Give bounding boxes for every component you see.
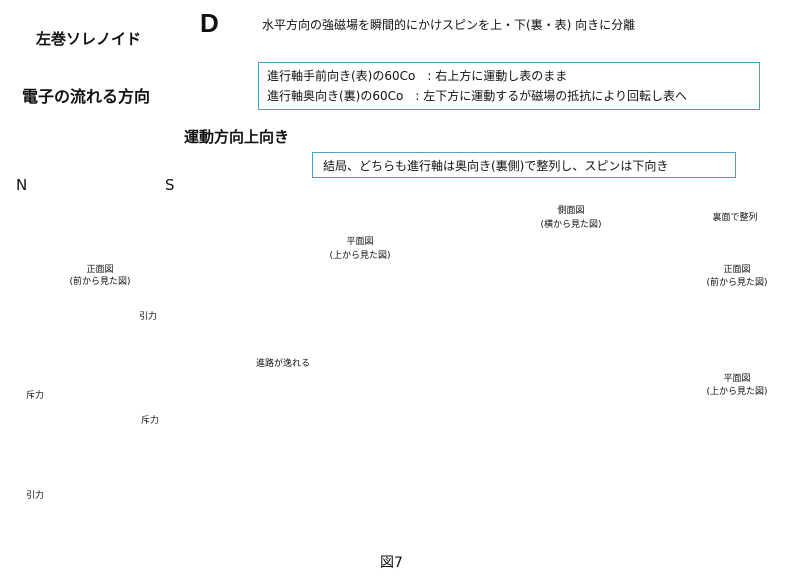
info-line-back: 進行軸奥向き(裏)の60Co : 左下方に運動するが磁場の抵抗により回転し表へ: [267, 89, 687, 103]
front-repulsion-left: 斥力: [26, 391, 45, 401]
plan-pole-s: S: [495, 383, 504, 398]
aligned-front-title: 正面図: [723, 265, 751, 275]
aligned-front-subtitle: (前から見た図): [706, 278, 768, 288]
description-text: 水平方向の強磁場を瞬間的にかけスピンを上・下(裏・表) 向きに分離: [262, 18, 636, 32]
conclusion-box: 結局、どちらも進行軸は奥向き(裏側)で整列し、スピンは下向き: [312, 152, 736, 178]
current-direction-label: 電子の流れる方向: [22, 87, 151, 106]
upward-motion-label: 運動方向上向き: [184, 128, 290, 146]
aligned-plan-title: 平面図: [723, 374, 751, 384]
solenoid-pole-s: S: [165, 176, 175, 194]
path-deviation-label: 進路が逸れる: [256, 359, 311, 369]
front-pole-s: S: [167, 383, 176, 398]
front-attraction-top: 引力: [139, 312, 158, 322]
side-view-title: 側面図: [557, 206, 585, 216]
info-line-front: 進行軸手前向き(表)の60Co : 右上方に運動し表のまま: [267, 69, 568, 83]
panel-letter: D: [200, 8, 219, 38]
figure-caption: 図7: [380, 555, 403, 571]
conclusion-text: 結局、どちらも進行軸は奥向き(裏側)で整列し、スピンは下向き: [323, 159, 669, 173]
side-view-subtitle: (横から見た図): [540, 220, 602, 230]
plan-view-title: 平面図: [346, 237, 374, 247]
front-view-title: 正面図: [86, 265, 114, 275]
front-attraction-bottom: 引力: [26, 491, 45, 501]
plan-view-subtitle: (上から見た図): [329, 251, 391, 261]
solenoid-icon: [34, 40, 106, 70]
solenoid-pole-n: N: [16, 176, 28, 194]
aligned-plan-subtitle: (上から見た図): [706, 387, 768, 397]
solenoid-title: 左巻ソレノイド: [36, 30, 142, 48]
info-box: 進行軸手前向き(表)の60Co : 右上方に運動し表のまま 進行軸奥向き(裏)の…: [258, 62, 760, 110]
front-view-subtitle: (前から見た図): [69, 277, 131, 287]
plan-pole-n: N: [212, 383, 222, 398]
front-pole-n: N: [5, 383, 15, 398]
solenoid-field-lines: [36, 124, 152, 250]
aligned-title: 裏面で整列: [712, 213, 758, 223]
front-repulsion-right: 斥力: [141, 416, 160, 426]
